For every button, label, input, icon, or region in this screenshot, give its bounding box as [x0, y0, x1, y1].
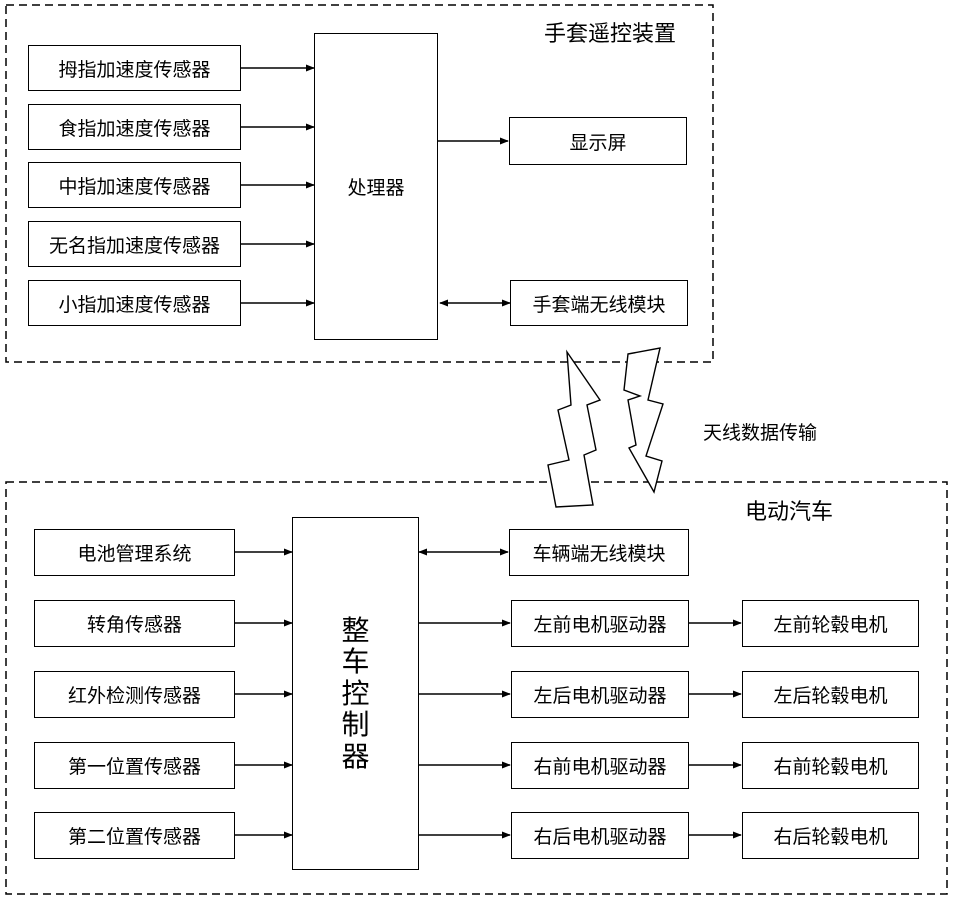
vehicle-controller-label: 整 车 控 制 器 [341, 615, 369, 772]
car-wireless-box: 车辆端无线模块 [509, 529, 689, 576]
index-sensor-box: 食指加速度传感器 [28, 104, 241, 150]
transmission-label: 天线数据传输 [703, 418, 817, 445]
glove-region-title: 手套遥控装置 [544, 16, 676, 48]
processor-box: 处理器 [314, 33, 438, 340]
driver-left-rear-box: 左后电机驱动器 [511, 671, 689, 718]
driver-right-rear-box: 右后电机驱动器 [511, 812, 689, 859]
ring-sensor-box: 无名指加速度传感器 [28, 221, 241, 267]
signal-bolt-left [548, 352, 600, 507]
motor-left-rear-box: 左后轮毂电机 [742, 671, 919, 718]
position-sensor-2-box: 第二位置传感器 [34, 812, 235, 859]
steering-sensor-box: 转角传感器 [34, 600, 235, 647]
controller-char-4: 制 [341, 709, 369, 740]
car-region-title: 电动汽车 [745, 494, 833, 526]
glove-wireless-box: 手套端无线模块 [510, 280, 688, 326]
position-sensor-1-box: 第一位置传感器 [34, 742, 235, 789]
controller-char-5: 器 [341, 741, 369, 772]
display-box: 显示屏 [509, 117, 687, 165]
little-sensor-box: 小指加速度传感器 [28, 280, 241, 326]
bms-box: 电池管理系统 [34, 529, 235, 576]
driver-left-front-box: 左前电机驱动器 [511, 600, 689, 647]
vehicle-controller-box: 整 车 控 制 器 [292, 517, 419, 870]
middle-sensor-box: 中指加速度传感器 [28, 162, 241, 208]
motor-right-front-box: 右前轮毂电机 [742, 742, 919, 789]
controller-char-2: 车 [341, 646, 369, 677]
motor-right-rear-box: 右后轮毂电机 [742, 812, 919, 859]
controller-char-1: 整 [341, 615, 369, 646]
driver-right-front-box: 右前电机驱动器 [511, 742, 689, 789]
infrared-sensor-box: 红外检测传感器 [34, 671, 235, 718]
controller-char-3: 控 [341, 678, 369, 709]
motor-left-front-box: 左前轮毂电机 [742, 600, 919, 647]
signal-bolt-right [624, 348, 663, 492]
thumb-sensor-box: 拇指加速度传感器 [28, 45, 241, 91]
